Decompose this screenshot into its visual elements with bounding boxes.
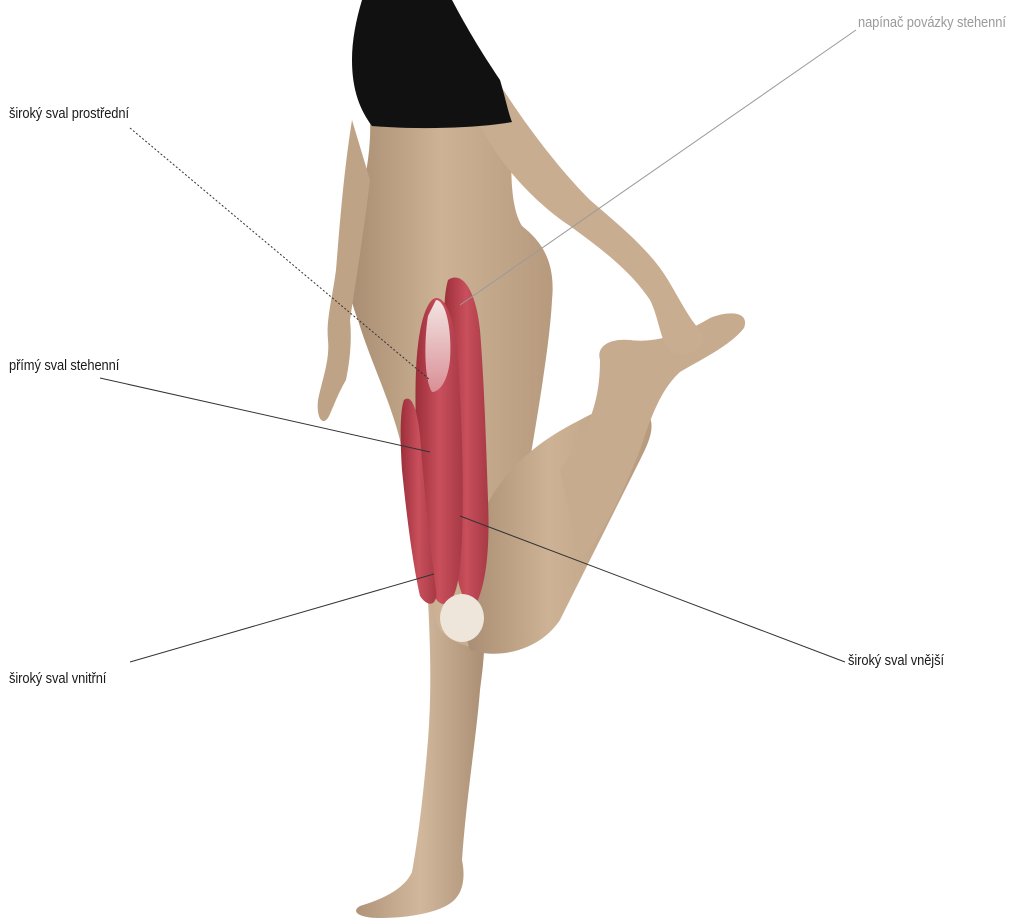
label-tensor-fasciae-latae: napínač povázky stehenní: [858, 14, 1006, 32]
leader-line-rectus-femoris: [100, 378, 430, 452]
label-vastus-medialis: široký sval vnitřní: [9, 670, 106, 688]
label-vastus-intermedius: široký sval prostřední: [9, 105, 129, 123]
leader-line-vastus-medialis: [130, 574, 434, 662]
kneecap: [440, 594, 484, 642]
label-vastus-lateralis: široký sval vnější: [848, 652, 944, 670]
raised-shin: [560, 313, 745, 560]
sports-top: [352, 0, 512, 128]
standing-leg: [356, 600, 484, 918]
label-rectus-femoris: přímý sval stehenní: [9, 357, 119, 375]
